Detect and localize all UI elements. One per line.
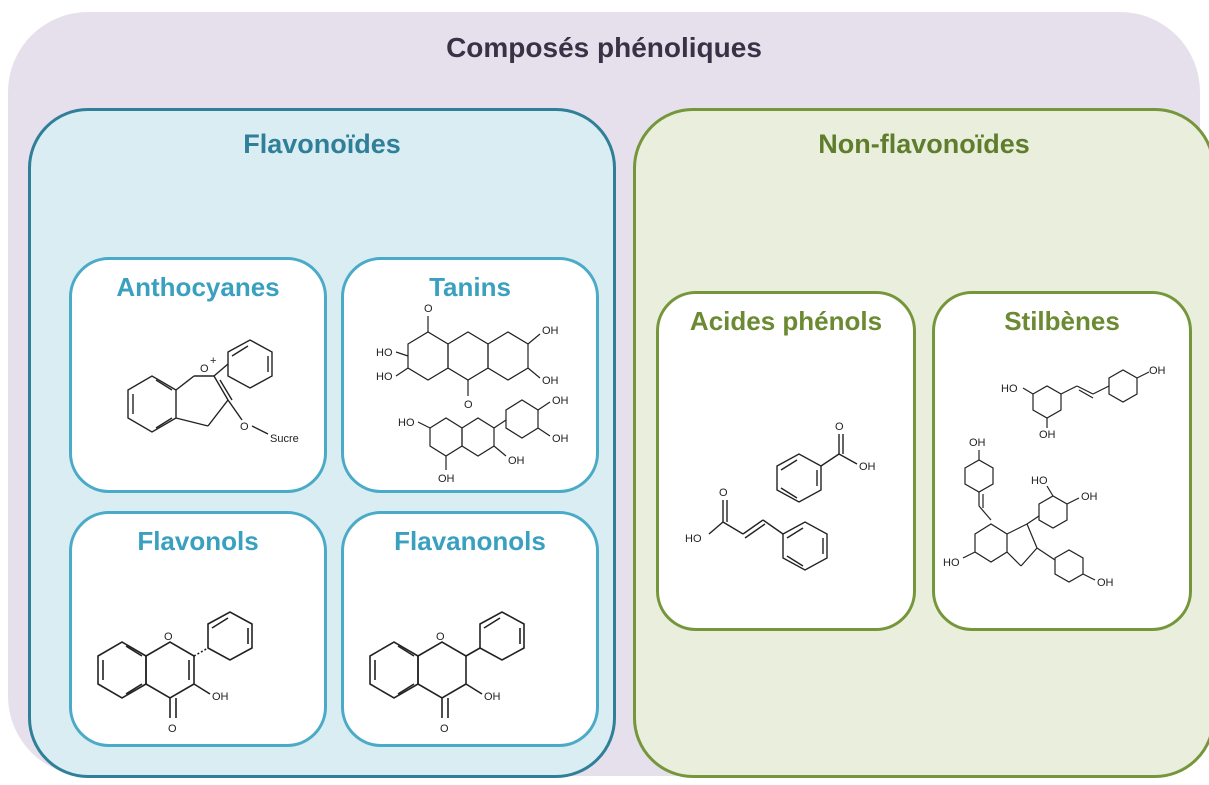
tanins-title: Tanins (429, 272, 511, 302)
tanins-ho-label-3: HO (398, 417, 415, 429)
card-flavonols: Flavonols O O (69, 511, 327, 747)
stilbenes-oh-label-4: OH (1081, 491, 1098, 503)
tanins-oh-label-4: OH (552, 433, 569, 445)
flavonols-oh-label: OH (212, 691, 229, 703)
flavonoides-title: Flavonoïdes (243, 129, 401, 159)
card-flavanonols: Flavanonols O O OH (341, 511, 599, 747)
card-stilbenes: Stilbènes (932, 291, 1192, 631)
flavanonols-o-carbonyl-label: O (440, 723, 449, 735)
anthocyanes-title: Anthocyanes (116, 272, 280, 302)
flavonols-structure: O O OH (97, 611, 253, 735)
acides-o-label-2: O (719, 487, 728, 499)
phenolic-compounds-container: Composés phénoliques Flavonoïdes Anthocy… (8, 12, 1209, 778)
diagram-title: Composés phénoliques (446, 32, 762, 63)
non-flavonoides-title: Non-flavonoïdes (818, 129, 1030, 159)
stilbenes-oh-label-1: OH (1149, 365, 1166, 377)
card-tanins: Tanins (341, 257, 599, 493)
acides-o-label-1: O (835, 421, 844, 433)
tanins-oh-label-3: OH (552, 395, 569, 407)
stilbenes-title: Stilbènes (1004, 306, 1120, 336)
tanins-structure: O O OH OH HO HO HO OH OH OH OH (376, 303, 569, 485)
stilbenes-ho-label-3: HO (943, 557, 960, 569)
flavonols-title: Flavonols (137, 526, 259, 556)
flavonoides-group: Flavonoïdes Anthocyanes (28, 108, 616, 778)
anthocyanes-o-label: O (240, 421, 249, 433)
stilbenes-structure: OH HO OH OH HO OH HO OH (943, 365, 1166, 589)
acides-ho-label: HO (685, 533, 702, 545)
stilbenes-oh-label-5: OH (1097, 577, 1114, 589)
anthocyanes-oplus-label: O (200, 363, 209, 375)
anthocyanes-plus-sign: + (210, 355, 216, 367)
anthocyanes-structure: O + O Sucre (127, 339, 299, 445)
tanins-o-label-2: O (464, 399, 473, 411)
flavonols-o-carbonyl-label: O (168, 723, 177, 735)
non-flavonoides-group: Non-flavonoïdes Acides phénols (633, 108, 1209, 778)
tanins-oh-label-6: OH (508, 455, 525, 467)
acides-phenols-structure: O OH O HO (685, 421, 876, 571)
stilbenes-oh-label-2: OH (1039, 429, 1056, 441)
tanins-oh-label-2: OH (542, 375, 559, 387)
flavanonols-o-ring-label: O (436, 631, 445, 643)
flavonols-o-ring-label: O (164, 631, 173, 643)
tanins-ho-label-1: HO (376, 347, 393, 359)
flavanonols-title: Flavanonols (394, 526, 546, 556)
card-anthocyanes: Anthocyanes (69, 257, 327, 493)
tanins-ho-label-2: HO (376, 371, 393, 383)
tanins-o-label-1: O (424, 303, 433, 315)
stilbenes-oh-label-3: OH (969, 437, 986, 449)
stilbenes-ho-label-1: HO (1001, 383, 1018, 395)
stilbenes-ho-label-2: HO (1031, 475, 1048, 487)
anthocyanes-sucre-label: Sucre (270, 433, 299, 445)
tanins-oh-label-1: OH (542, 325, 559, 337)
flavanonols-oh-label: OH (484, 691, 501, 703)
card-acides-phenols: Acides phénols (656, 291, 916, 631)
flavanonols-structure: O O OH (369, 611, 525, 735)
acides-phenols-title: Acides phénols (689, 306, 883, 336)
acides-oh-label: OH (859, 461, 876, 473)
tanins-oh-label-5: OH (438, 473, 455, 485)
